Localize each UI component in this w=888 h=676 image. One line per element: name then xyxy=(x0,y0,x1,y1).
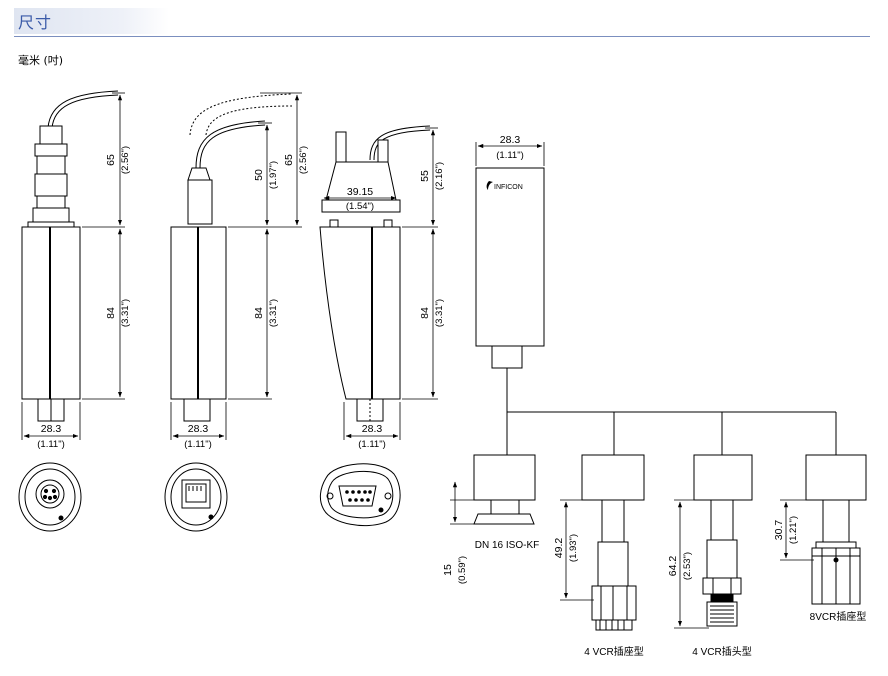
dim-283-g1-in: (1.11") xyxy=(37,439,64,450)
section-title: 尺寸 xyxy=(18,13,53,32)
dim-283-g3: 28.3 xyxy=(362,423,383,435)
dim-15-kf: 15 xyxy=(442,564,454,576)
dim-642-4vcrm-in: (2.53") xyxy=(682,552,693,580)
dim-84-g3: 84 xyxy=(419,307,431,319)
gauge-rj45-side-view xyxy=(170,93,293,422)
section-header-bar xyxy=(14,8,169,34)
dim-307-8vcrf: 30.7 xyxy=(773,520,785,541)
dim-492-4vcrf: 49.2 xyxy=(553,538,565,559)
fitting-4vcr-female xyxy=(560,412,645,631)
dim-65-g1: 65 xyxy=(105,154,117,166)
dim-84-g2: 84 xyxy=(253,307,265,319)
gauge-dsub-end-view xyxy=(319,463,401,527)
label-4vcr-male: 4 VCR插头型 xyxy=(692,645,751,658)
dim-65-g2-in: (2.56") xyxy=(298,146,309,174)
dim-492-4vcrf-in: (1.93") xyxy=(568,534,579,562)
dim-283-g1: 28.3 xyxy=(41,423,62,435)
dim-283-g4-in: (1.11") xyxy=(496,150,523,161)
label-4vcr-female: 4 VCR插座型 xyxy=(584,645,643,658)
dim-283-g2-in: (1.11") xyxy=(184,439,211,450)
dim-65-g2: 65 xyxy=(283,154,295,166)
dim-65-g1-in: (2.56") xyxy=(120,146,131,174)
dim-84-g3-in: (3.31") xyxy=(434,299,445,327)
dim-55-g3: 55 xyxy=(419,170,431,182)
dim-50-g2-in: (1.97") xyxy=(268,161,279,189)
dim-15-kf-in: (0.59") xyxy=(457,556,468,584)
dim-3915-g3-in: (1.54") xyxy=(346,201,374,212)
gauge-m12-dimension-lines xyxy=(21,92,125,440)
gauge-rj45-dimension-lines xyxy=(170,92,302,440)
dim-84-g1-in: (3.31") xyxy=(120,299,131,327)
brand-label: INFICON xyxy=(494,184,523,191)
gauge-m12-side-view xyxy=(21,90,119,422)
dim-84-g1: 84 xyxy=(105,307,117,319)
label-8vcr-female: 8VCR插座型 xyxy=(810,610,867,623)
gauge-dsub-side-view xyxy=(319,125,431,422)
gauge-front-dimension-lines xyxy=(475,142,545,166)
dim-84-g2-in: (3.31") xyxy=(268,299,279,327)
dim-307-8vcrf-in: (1.21") xyxy=(788,516,799,544)
gauge-rj45-end-view xyxy=(164,462,228,532)
gauge-front-view xyxy=(475,167,836,413)
dim-642-4vcrm: 64.2 xyxy=(667,556,679,577)
gauge-m12-end-view xyxy=(18,462,82,532)
fitting-8vcr-female xyxy=(780,412,867,605)
header-divider xyxy=(14,36,870,37)
units-label: 毫米 (吋) xyxy=(18,54,64,67)
dim-3915-g3: 39.15 xyxy=(347,186,373,198)
gauge-dsub-dimension-lines xyxy=(323,127,438,440)
dim-55-g3-in: (2.16") xyxy=(434,162,445,190)
dim-283-g3-in: (1.11") xyxy=(358,439,385,450)
inficon-logo xyxy=(486,181,493,190)
fitting-4vcr-male xyxy=(674,412,753,629)
label-kf16: DN 16 ISO-KF xyxy=(475,540,539,551)
dim-50-g2: 50 xyxy=(253,169,265,181)
dim-283-g2: 28.3 xyxy=(188,423,209,435)
dim-283-g4: 28.3 xyxy=(500,134,521,146)
fitting-kf16 xyxy=(450,412,536,525)
